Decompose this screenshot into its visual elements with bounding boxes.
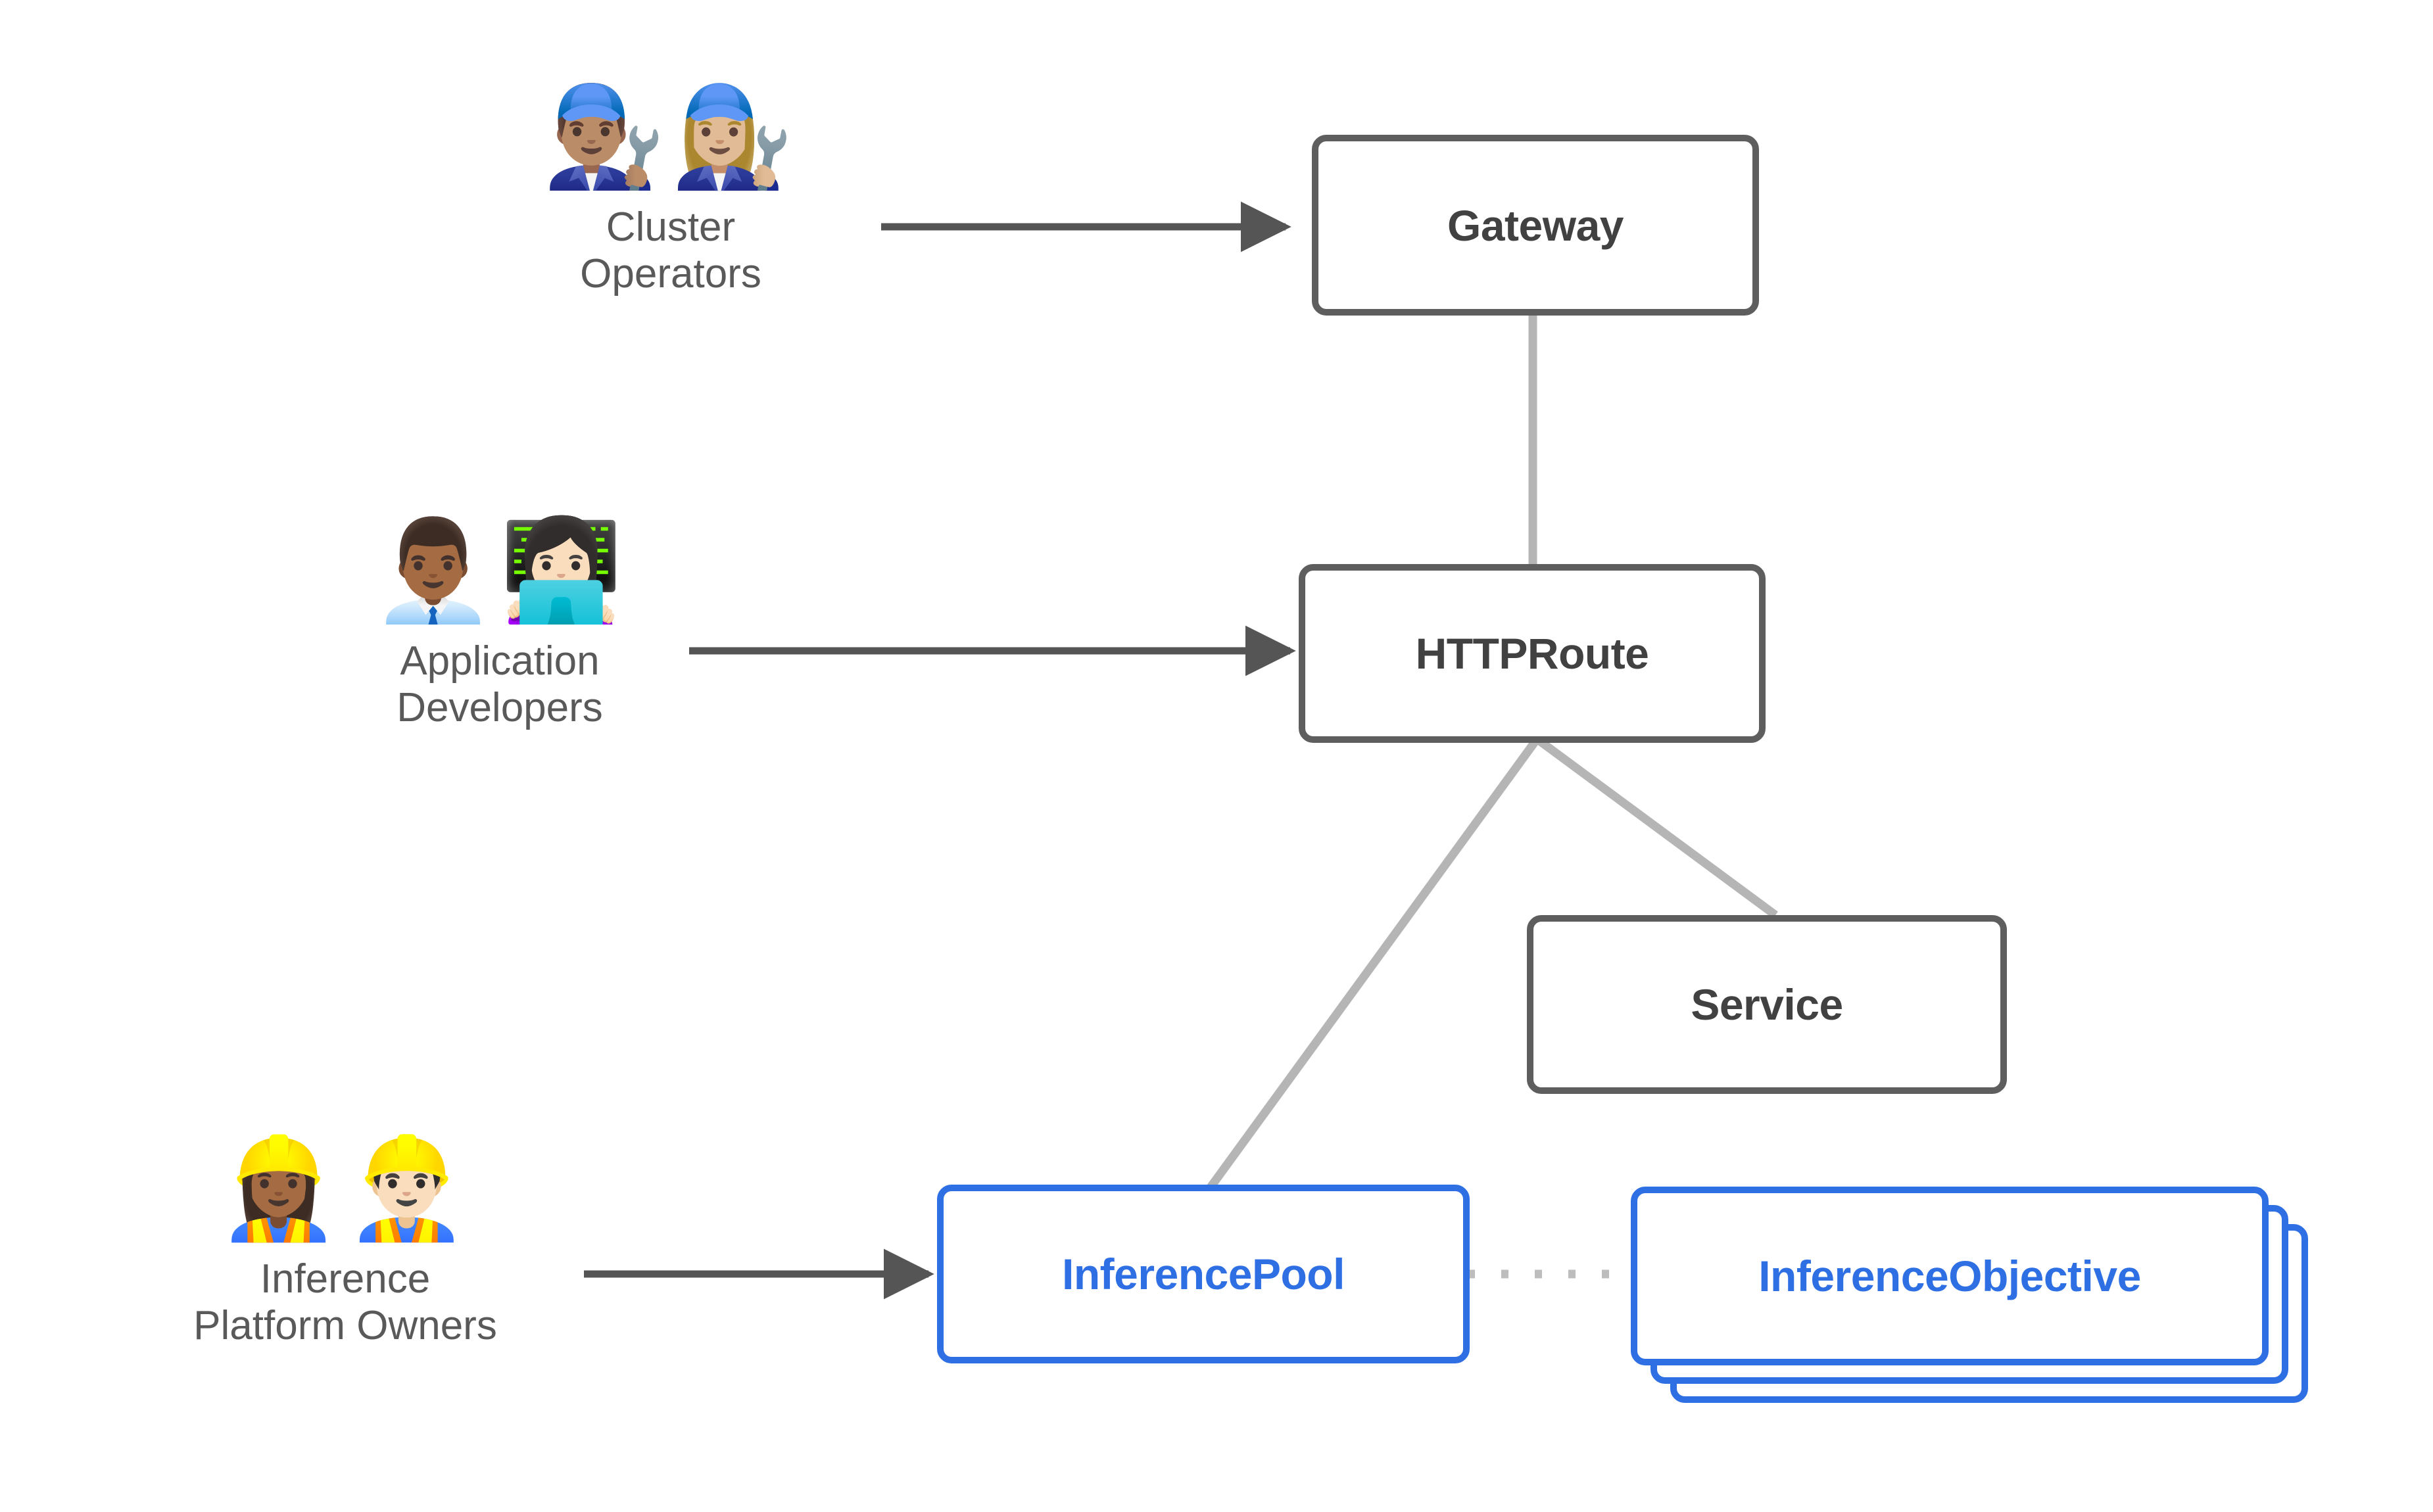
edge-httproute-service xyxy=(1536,736,1778,919)
actor-inference-platform-owners: 👷🏾‍♀️👷🏻‍♂️ Inference Platform Owners xyxy=(118,1137,572,1350)
cluster-operators-emoji: 👨🏽‍🔧👩🏼‍🔧 xyxy=(542,80,799,194)
node-inferenceobjective[interactable]: InferenceObjective xyxy=(1631,1187,2269,1365)
node-gateway-label: Gateway xyxy=(1447,201,1624,250)
cluster-operators-label: Cluster Operators xyxy=(580,204,761,297)
node-httproute-label: HTTPRoute xyxy=(1415,629,1649,678)
inference-platform-owners-label: Inference Platform Owners xyxy=(193,1256,497,1349)
inference-platform-owners-emoji: 👷🏾‍♀️👷🏻‍♂️ xyxy=(217,1131,473,1246)
edge-httproute-inferencepool xyxy=(1205,738,1540,1193)
node-service[interactable]: Service xyxy=(1527,915,2007,1094)
actor-cluster-operators: 👨🏽‍🔧👩🏼‍🔧 Cluster Operators xyxy=(513,85,829,298)
application-developers-emoji: 👨🏾‍💼👩🏻‍💻 xyxy=(372,513,628,628)
node-inferencepool[interactable]: InferencePool xyxy=(937,1185,1470,1363)
node-gateway[interactable]: Gateway xyxy=(1312,135,1759,316)
node-inferenceobjective-label: InferenceObjective xyxy=(1758,1252,2141,1300)
application-developers-label: Application Developers xyxy=(397,638,603,731)
node-inferencepool-label: InferencePool xyxy=(1062,1250,1345,1298)
actor-application-developers: 👨🏾‍💼👩🏻‍💻 Application Developers xyxy=(296,519,704,732)
node-httproute[interactable]: HTTPRoute xyxy=(1299,564,1766,743)
node-service-label: Service xyxy=(1691,980,1843,1029)
